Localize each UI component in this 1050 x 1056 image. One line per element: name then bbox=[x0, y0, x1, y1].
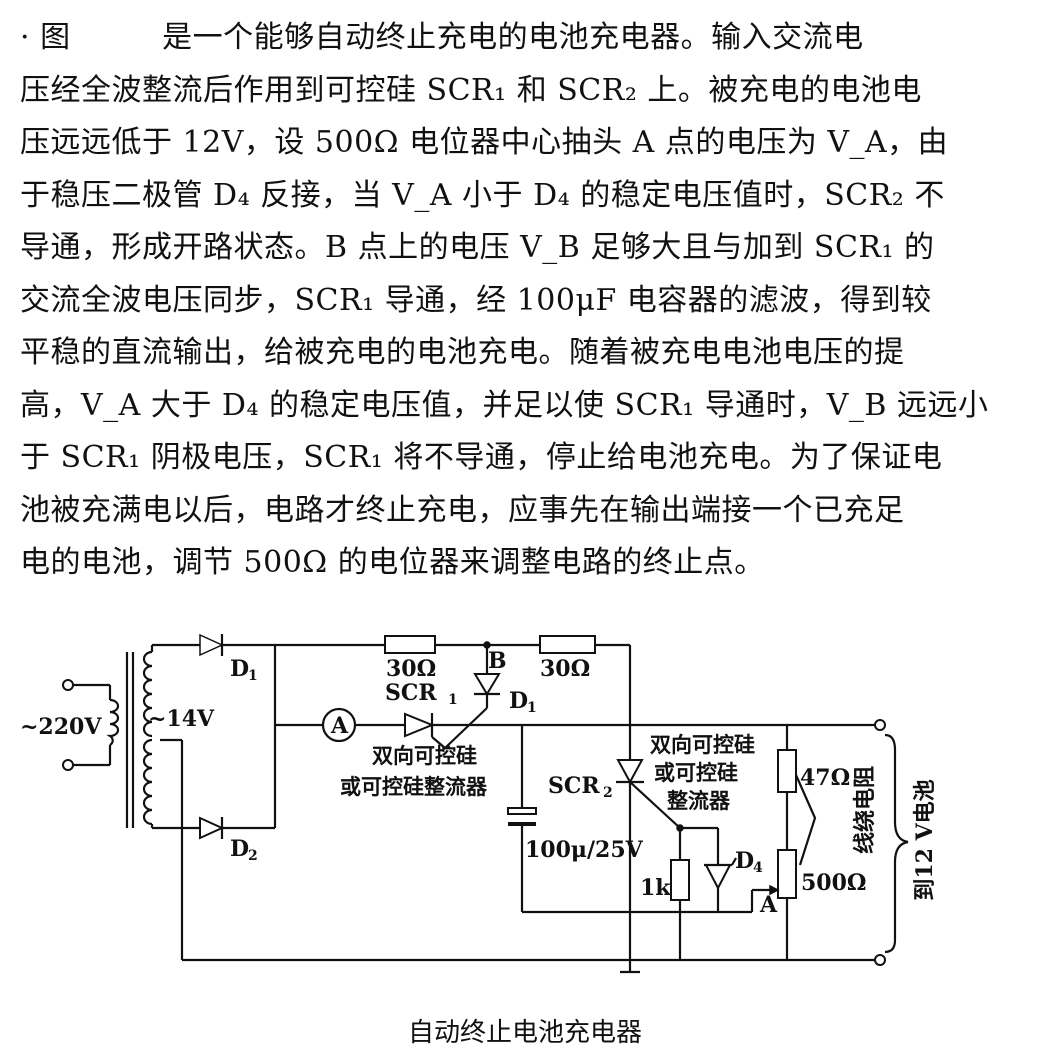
scr2-label: SCR bbox=[548, 773, 600, 799]
scr1-note-line2: 或可控硅整流器 bbox=[340, 774, 488, 799]
d4-label: D bbox=[735, 848, 754, 874]
scr2-note-line1: 双向可控硅 bbox=[650, 732, 755, 757]
d1-label: D bbox=[230, 656, 249, 682]
d1-sub: 1 bbox=[248, 668, 258, 684]
gate-diode-label: D bbox=[509, 688, 528, 714]
diode-d2 bbox=[199, 816, 225, 840]
wire-resistor-label: 线绕电阻 bbox=[852, 766, 878, 854]
text-line: 平稳的直流输出，给被充电的电池充电。随着被充电电池电压的提 bbox=[20, 335, 905, 370]
scr1-note-line1: 双向可控硅 bbox=[372, 743, 477, 768]
ammeter-label: A bbox=[330, 713, 349, 739]
secondary-voltage-label: ~14V bbox=[148, 706, 215, 732]
text-line: · 图 是一个能够自动终止充电的电池充电器。输入交流电 bbox=[20, 20, 864, 55]
potentiometer-500 bbox=[777, 849, 797, 899]
resistor-1k bbox=[670, 859, 690, 901]
pot-label: 500Ω bbox=[801, 870, 867, 896]
output-terminal-neg bbox=[874, 954, 886, 966]
transformer bbox=[106, 650, 153, 828]
text-line: 导通，形成开路状态。B 点上的电压 V_B 足够大且与加到 SCR₁ 的 bbox=[20, 230, 935, 265]
res1-label: 30Ω bbox=[386, 656, 436, 682]
figure-caption: 自动终止电池充电器 bbox=[407, 1018, 642, 1048]
node-b-label: B bbox=[488, 648, 507, 674]
text-line: 交流全波电压同步，SCR₁ 导通，经 100μF 电容器的滤波，得到较 bbox=[20, 282, 932, 318]
gate-diode bbox=[473, 673, 501, 696]
diode-d1 bbox=[199, 633, 224, 657]
d2-sub: 2 bbox=[248, 848, 258, 864]
ac-input bbox=[62, 679, 112, 771]
text-line: 电的电池，调节 500Ω 的电位器来调整电路的终止点。 bbox=[20, 545, 765, 580]
capacitor bbox=[507, 807, 537, 826]
scr2-sub: 2 bbox=[603, 785, 613, 801]
resistor-30-2 bbox=[539, 635, 596, 654]
resistor-30-1 bbox=[384, 635, 436, 654]
d2-label: D bbox=[230, 836, 249, 862]
text-line: 池被充满电以后，电路才终止充电，应事先在输出端接一个已充足 bbox=[20, 492, 905, 528]
zener-d4 bbox=[704, 857, 737, 891]
text-line: 于 SCR₁ 阴极电压，SCR₁ 将不导通，停止给电池充电。为了保证电 bbox=[20, 440, 943, 475]
text-line: 高，V_A 大于 D₄ 的稳定电压值，并足以使 SCR₁ 导通时，V_B 远远小 bbox=[20, 387, 989, 423]
capacitor-label: 100μ/25V bbox=[525, 837, 644, 863]
input-voltage-label: ~220V bbox=[20, 714, 102, 740]
to-battery-label: 到12 V电池 bbox=[912, 779, 938, 900]
res-1k-label: 1k bbox=[640, 875, 671, 901]
res-47-label: 47Ω bbox=[800, 765, 850, 791]
node-a-label: A bbox=[759, 892, 778, 918]
scr2-note-line3: 整流器 bbox=[667, 788, 731, 813]
text-line: 压远远低于 12V，设 500Ω 电位器中心抽头 A 点的电压为 V_A，由 bbox=[20, 125, 949, 160]
output-terminal-pos bbox=[874, 719, 886, 731]
scr1-sub: 1 bbox=[448, 692, 458, 708]
d4-sub: 4 bbox=[753, 860, 763, 876]
scr2-note-line2: 或可控硅 bbox=[654, 760, 738, 785]
ammeter: A bbox=[321, 707, 357, 743]
res2-label: 30Ω bbox=[540, 656, 590, 682]
resistor-47 bbox=[777, 749, 797, 793]
text-line: 于稳压二极管 D₄ 反接，当 V_A 小于 D₄ 的稳定电压值时，SCR₂ 不 bbox=[20, 177, 945, 213]
text-line: 压经全波整流后作用到可控硅 SCR₁ 和 SCR₂ 上。被充电的电池电 bbox=[20, 72, 922, 108]
scr1-label: SCR bbox=[385, 680, 437, 706]
article-text: · 图 是一个能够自动终止充电的电池充电器。输入交流电 压经全波整流后作用到可控… bbox=[20, 12, 1030, 590]
gate-diode-sub: 1 bbox=[527, 700, 537, 716]
circuit-diagram: ~220V ~14V D 1 D 2 A S bbox=[20, 633, 938, 974]
